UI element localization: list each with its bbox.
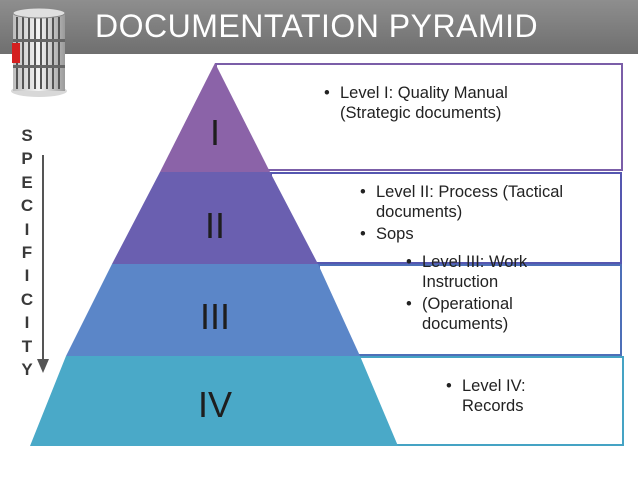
specificity-letter: E [21, 172, 33, 192]
level-2-bullets: Level II: Process (Tactical documents) S… [358, 183, 608, 248]
specificity-letter: P [21, 149, 33, 169]
pyramid-level-3 [66, 264, 360, 356]
specificity-letter: I [24, 266, 30, 286]
specificity-letter: C [20, 196, 34, 216]
document-binders-icon [11, 7, 67, 97]
specificity-label: S P E C I F I C I T Y [16, 124, 38, 381]
pyramid-level-2 [112, 172, 318, 264]
level-3-bullet: Level III: Work Instruction [404, 253, 584, 292]
specificity-letter: S [21, 126, 33, 145]
level-4-bullet: Level IV: Records [444, 377, 574, 416]
level-1-bullets: Level I: Quality Manual (Strategic docum… [322, 84, 552, 126]
level-1-bullet: Level I: Quality Manual (Strategic docum… [322, 84, 552, 123]
level-3-bullets: Level III: Work Instruction (Operational… [404, 253, 584, 337]
level-2-bullet: Sops [358, 225, 608, 245]
level-1-numeral: I [209, 112, 220, 153]
level-2-numeral: II [204, 205, 225, 246]
specificity-letter: Y [21, 360, 33, 380]
level-3-bullet: (Operational documents) [404, 295, 584, 334]
specificity-letter: C [20, 289, 34, 309]
pyramid-level-1 [160, 63, 270, 172]
pyramid-level-4 [30, 356, 398, 446]
specificity-letter: I [24, 313, 30, 333]
specificity-letter: F [21, 243, 33, 263]
down-arrow-icon [37, 155, 49, 373]
page-title: DOCUMENTATION PYRAMID [95, 8, 539, 44]
level-3-numeral: III [199, 296, 230, 337]
level-4-numeral: IV [197, 384, 232, 425]
title-bar [0, 0, 638, 54]
level-4-bullets: Level IV: Records [444, 377, 574, 419]
specificity-letter: I [24, 219, 30, 239]
level-2-bullet: Level II: Process (Tactical documents) [358, 183, 608, 222]
specificity-letter: T [21, 336, 33, 356]
